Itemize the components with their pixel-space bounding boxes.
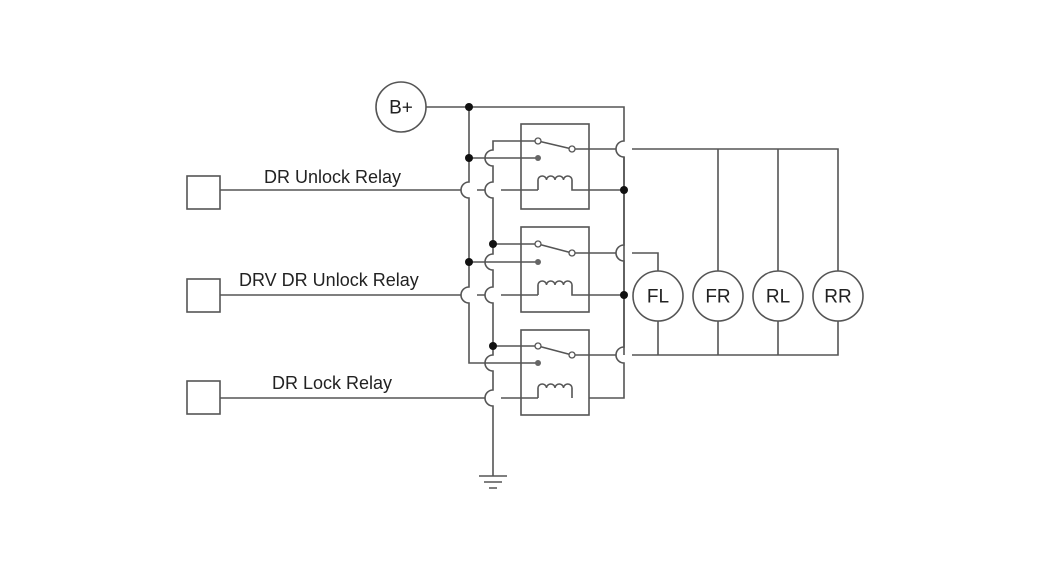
- motor-label: RL: [766, 287, 790, 308]
- input-terminal: [186, 380, 221, 415]
- relay-link-wire-middle: [484, 244, 538, 347]
- input-dr-lock: DR Lock Relay: [186, 373, 538, 415]
- input-drv-dr-unlock: DRV DR Unlock Relay: [186, 270, 538, 313]
- motor-rr: RR: [812, 270, 864, 322]
- b-plus-bus-wire: [426, 106, 625, 355]
- input-label: DR Unlock Relay: [264, 167, 401, 187]
- coil-icon: [537, 383, 573, 398]
- input-terminal: [186, 278, 221, 313]
- switch-arm: [537, 243, 573, 254]
- top-output-wire: [632, 148, 839, 271]
- motor-rl: RL: [752, 270, 804, 322]
- b-plus-label: B+: [389, 98, 413, 119]
- motor-label: FL: [647, 287, 669, 308]
- input-terminal: [186, 175, 221, 210]
- input-dr-unlock: DR Unlock Relay: [186, 167, 538, 210]
- relay-drv-dr-unlock: [520, 226, 659, 313]
- motor-fl: FL: [632, 270, 684, 322]
- switch-arm: [537, 345, 573, 356]
- ground-icon: [479, 475, 507, 489]
- relay-dr-lock: [520, 321, 839, 416]
- left-bus-wire: [460, 107, 538, 364]
- coil-icon: [537, 175, 624, 191]
- input-label: DRV DR Unlock Relay: [239, 270, 419, 290]
- switch-arm: [537, 140, 573, 150]
- battery-positive-source: B+: [375, 81, 427, 133]
- relay-dr-unlock: [520, 123, 624, 210]
- input-label: DR Lock Relay: [272, 373, 392, 393]
- motor-label: RR: [824, 287, 851, 308]
- motor-fr: FR: [692, 270, 744, 322]
- motor-label: FR: [705, 287, 730, 308]
- coil-icon: [537, 280, 624, 296]
- relay-link-wire-upper: [484, 140, 538, 245]
- ground-wire: [484, 346, 494, 476]
- motor-return-wires: [657, 321, 779, 355]
- junction-dots: [465, 103, 628, 350]
- right-bus-lower-wire: [589, 157, 625, 399]
